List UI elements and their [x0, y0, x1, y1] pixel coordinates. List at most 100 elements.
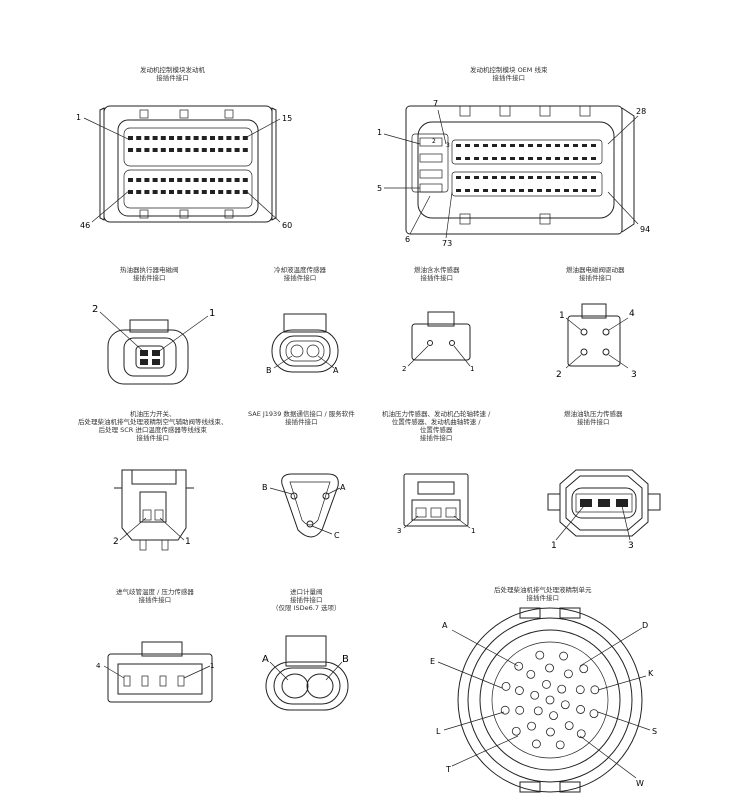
pin-cavity: [144, 190, 150, 194]
aftertreatment-title: 后处理柴油机排气处理液精制单元: [494, 586, 592, 594]
pin-cavity: [465, 176, 470, 179]
oil-pressure-sensor-pin-1: 1: [471, 527, 475, 535]
pin-socket: [576, 705, 585, 714]
pin-cavity: [510, 144, 515, 147]
pin-cavity: [537, 144, 542, 147]
pin-cavity: [510, 157, 515, 160]
aftertreatment-pin-T: T: [445, 765, 451, 774]
ecm-oem-pin-6: 6: [405, 235, 410, 244]
pin-cavity: [169, 136, 174, 140]
pin-cavity: [483, 157, 488, 160]
aftertreatment-pin-E: E: [430, 657, 435, 666]
pin-cavity: [210, 178, 215, 182]
ecm-oem-pin-3: 3: [446, 142, 450, 149]
pin-cavity: [136, 190, 142, 194]
pin-cavity: [218, 190, 224, 194]
pin-cavity: [582, 189, 587, 192]
pin-cavity: [185, 190, 191, 194]
pin-cavity: [519, 144, 524, 147]
pin-cavity: [555, 144, 560, 147]
ecm-engine-title: 发动机控制模块发动机: [140, 66, 205, 74]
aftertreatment-connector: [437, 607, 651, 793]
pin-cavity: [573, 157, 578, 160]
pin-cavity: [160, 136, 166, 140]
pin-cavity: [185, 148, 191, 152]
j1939-title: SAE J1939 数据通信接口 / 服务软件: [248, 410, 355, 418]
pin-cavity: [465, 144, 470, 147]
fuel-valve-connector: [565, 303, 629, 369]
pin-cavity: [136, 178, 142, 182]
pin-cavity: [185, 136, 191, 140]
intake-heater-caption: 热油器执行器电磁阀 接插件接口: [120, 266, 179, 282]
j1939-caption: SAE J1939 数据通信接口 / 服务软件 接插件接口: [248, 410, 355, 426]
ecm-oem-pin-2: 2: [432, 138, 436, 145]
pin-cavity: [169, 148, 174, 152]
pin-cavity: [591, 144, 596, 147]
coolant-temp-subtitle: 接插件接口: [283, 274, 317, 282]
oil-pressure-sensor-caption: 机油压力传感器、发动机凸轮轴转速 / 位置传感器、发动机曲轴转速 / 位置传感器…: [382, 410, 490, 442]
pin-cavity: [144, 178, 150, 182]
j1939-connector: [269, 473, 341, 538]
oil-pressure-pin-2: 2: [113, 537, 119, 547]
ecm-engine-connector: [83, 105, 281, 223]
pin-cavity: [474, 176, 479, 179]
ecm-oem-caption: 发动机控制模块 OEM 线束 接插件接口: [470, 66, 547, 82]
coolant-temp-pin-B: B: [266, 366, 272, 375]
pin-socket: [542, 679, 551, 689]
fuel-rail-title: 燃油油轨压力传感器: [564, 410, 623, 418]
ecm-oem-subtitle: 接插件接口: [492, 74, 525, 82]
pin-cavity: [573, 189, 578, 192]
pin-cavity: [555, 157, 560, 160]
pin-cavity: [218, 148, 224, 152]
ecm-oem-pin-7: 7: [433, 99, 438, 108]
pin-cavity: [210, 190, 215, 194]
pin-cavity: [177, 178, 183, 182]
inlet-metering-connector: [265, 635, 349, 711]
ecm-oem-pin-5: 5: [377, 184, 382, 193]
pin-cavity: [234, 148, 240, 152]
pin-cavity: [152, 190, 158, 194]
pin-cavity: [546, 189, 551, 192]
pin-cavity: [234, 178, 240, 182]
pin-cavity: [185, 178, 191, 182]
pin-cavity: [465, 189, 470, 192]
pin-cavity: [474, 157, 479, 160]
ecm-engine-pin-60: 60: [282, 221, 292, 230]
pin-cavity: [193, 178, 199, 182]
pin-cavity: [152, 148, 158, 152]
coolant-temp-pin-A: A: [333, 366, 339, 375]
pin-cavity: [465, 157, 470, 160]
pin-socket: [549, 711, 558, 721]
oil-pressure-subtitle: 接插件接口: [136, 434, 170, 442]
pin-socket: [526, 669, 536, 679]
pin-cavity: [573, 144, 578, 147]
pin-cavity: [456, 157, 461, 160]
pin-cavity: [136, 148, 142, 152]
aftertreatment-pin-D: D: [642, 621, 648, 630]
pin-socket: [515, 686, 524, 695]
pin-cavity: [537, 157, 542, 160]
fuel-water-pin-1: 1: [470, 365, 474, 373]
oil-pressure-sensor-line2: 位置传感器、发动机曲轴转速 /: [391, 418, 481, 426]
inlet-metering-caption: 进口计量阀 接插件接口 （仅限 ISDe6.7 选项）: [272, 588, 341, 612]
pin-cavity: [492, 157, 497, 160]
pin-socket: [576, 729, 586, 739]
pin-cavity: [201, 190, 207, 194]
aftertreatment-caption: 后处理柴油机排气处理液精制单元 接插件接口: [494, 586, 592, 602]
pin-cavity: [492, 189, 497, 192]
pin-cavity: [537, 189, 542, 192]
fuel-valve-pin-2: 2: [556, 370, 562, 380]
pin-cavity: [193, 148, 199, 152]
pin-cavity: [501, 144, 506, 147]
pin-cavity: [564, 144, 569, 147]
pin-cavity: [546, 176, 551, 179]
aftertreatment-subtitle: 接插件接口: [526, 594, 560, 602]
pin-cavity: [201, 148, 207, 152]
j1939-pin-C: C: [334, 531, 340, 540]
pin-socket: [590, 685, 600, 695]
intake-manifold-subtitle: 接插件接口: [138, 596, 172, 604]
aftertreatment-pin-K: K: [648, 669, 654, 678]
intake-manifold-pin-1: 1: [210, 662, 214, 670]
pin-socket: [575, 685, 585, 695]
j1939-subtitle: 接插件接口: [285, 418, 318, 426]
